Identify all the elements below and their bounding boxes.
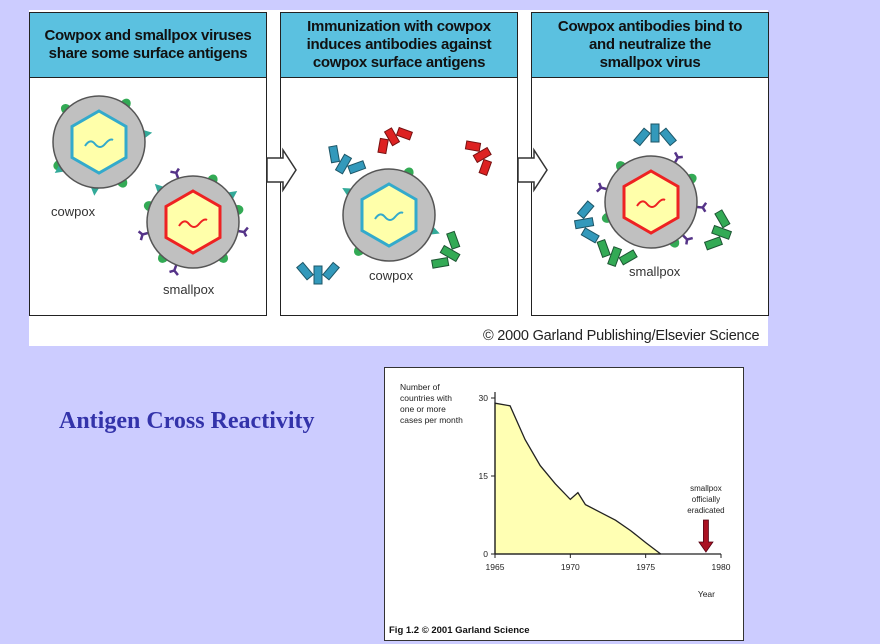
smallpox-cases-chart: Number of countries with one or more cas…: [400, 382, 731, 599]
smallpox-virus-neutralized-icon: [595, 151, 708, 249]
antibody-red-1-icon: [370, 119, 416, 158]
y-ticks: 0 15 30: [479, 393, 495, 559]
cowpox-virus-icon: [52, 95, 153, 196]
y-axis-title: Number of countries with one or more cas…: [400, 382, 463, 425]
smallpox-virus-icon: [137, 167, 249, 276]
smallpox-label-1: smallpox: [163, 282, 215, 297]
y-tick-label: 0: [483, 549, 488, 559]
cases-area: [494, 402, 662, 555]
x-tick-label: 1965: [486, 562, 505, 572]
panel-3-header-line-2: and neutralize the: [588, 36, 712, 53]
panel-1-header-line-1: Cowpox and smallpox viruses: [44, 27, 252, 44]
antibody-red-2-icon: [461, 133, 500, 179]
ylabel-line-2: countries with: [400, 393, 452, 403]
x-tick-label: 1980: [712, 562, 731, 572]
annotation-line-2: officially: [692, 495, 720, 504]
eradication-annotation: smallpox officially eradicated: [687, 484, 725, 553]
chart-container: Number of countries with one or more cas…: [384, 367, 744, 641]
slide-title: Antigen Cross Reactivity: [59, 408, 315, 434]
panel-2-header-line-2: induces antibodies against: [306, 36, 492, 53]
ylabel-line-1: Number of: [400, 382, 440, 392]
antibody-blue-1-icon: [320, 142, 369, 183]
antibody-blue-4-icon: [571, 199, 601, 247]
annotation-line-1: smallpox: [690, 484, 722, 493]
annotation-line-3: eradicated: [687, 506, 724, 515]
figure-credit: © 2000 Garland Publishing/Elsevier Scien…: [483, 328, 760, 344]
antibody-green-2-icon: [701, 207, 738, 256]
y-tick-label: 15: [479, 471, 489, 481]
panel-2-header-line-1: Immunization with cowpox: [307, 18, 491, 35]
eradication-arrow-icon: [698, 519, 714, 553]
panel-3-header-line-3: smallpox virus: [599, 54, 701, 71]
ylabel-line-4: cases per month: [400, 415, 463, 425]
arrow-2-icon: [517, 147, 548, 193]
arrow-1-icon: [266, 147, 297, 193]
panel-2-header-line-3: cowpox surface antigens: [312, 54, 486, 71]
chart-credit: Fig 1.2 © 2001 Garland Science: [389, 625, 530, 636]
ylabel-line-3: one or more: [400, 404, 446, 414]
panel-1-header-line-2: share some surface antigens: [48, 45, 248, 62]
x-tick-label: 1975: [636, 562, 655, 572]
antibody-green-1-icon: [428, 228, 469, 277]
smallpox-label-2: smallpox: [629, 264, 681, 279]
antibody-blue-3-icon: [633, 123, 677, 147]
x-axis-title: Year: [698, 589, 715, 599]
x-ticks: 1965 1970 1975 1980: [486, 554, 731, 572]
cowpox-label-2: cowpox: [369, 268, 414, 283]
y-tick-label: 30: [479, 393, 489, 403]
x-tick-label: 1970: [561, 562, 580, 572]
panel-3-header-line-1: Cowpox antibodies bind to: [557, 18, 743, 35]
cowpox-label-1: cowpox: [51, 204, 96, 219]
virus-illustration: cowpox smallpox: [51, 95, 738, 297]
antibody-blue-2-icon: [296, 261, 340, 285]
cowpox-virus-immunized-icon: [342, 167, 440, 262]
